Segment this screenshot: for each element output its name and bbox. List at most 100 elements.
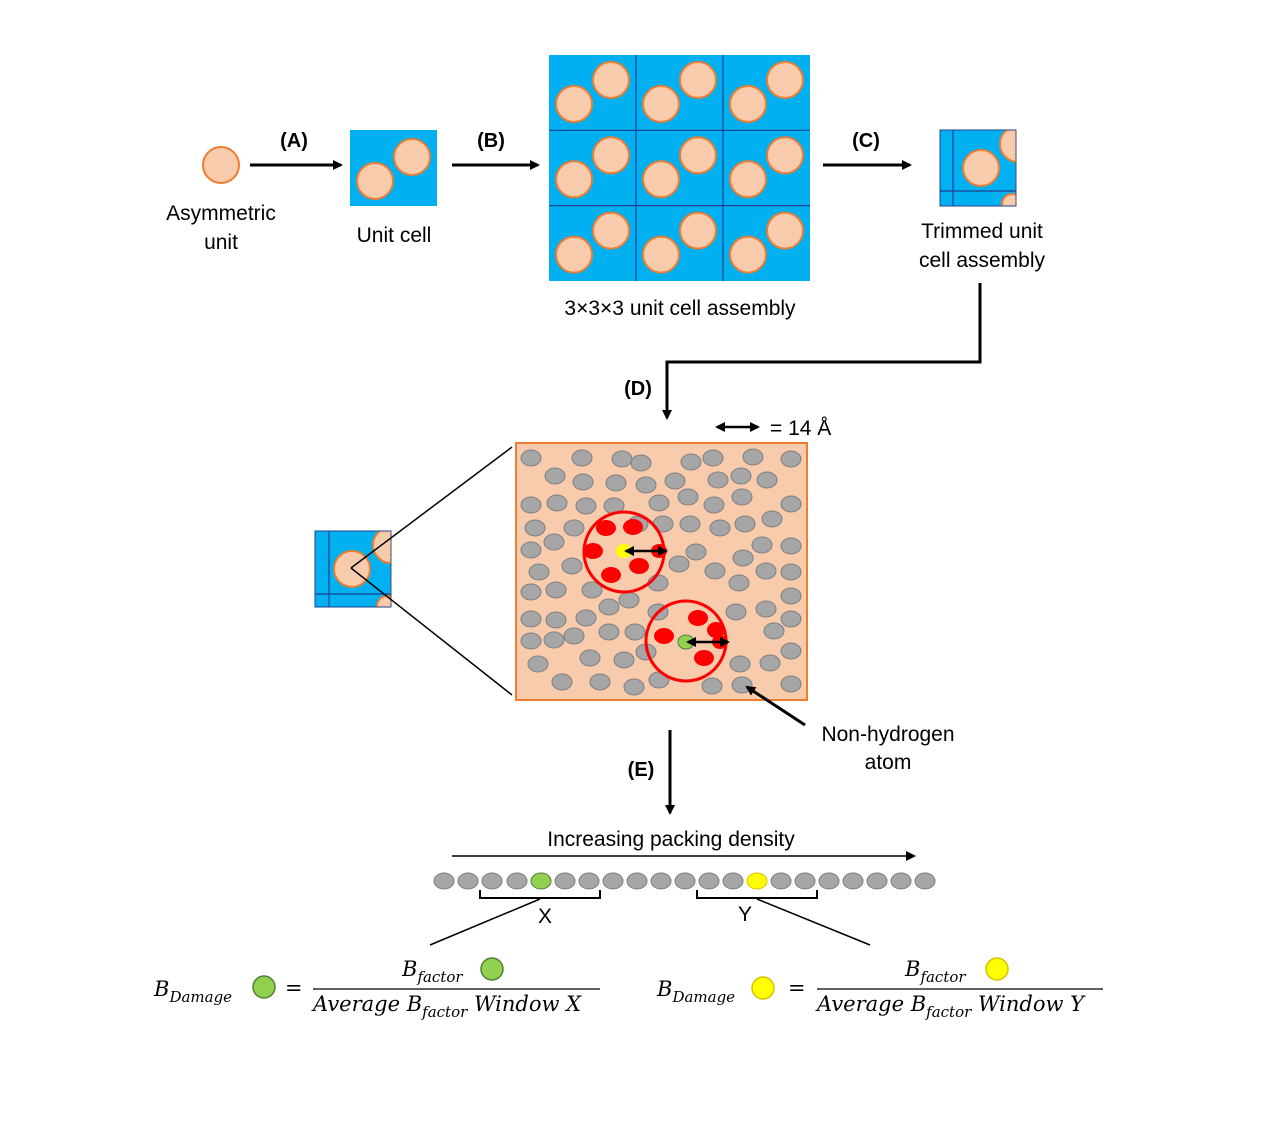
gray-atom	[527, 655, 549, 673]
assembly-sphere	[766, 211, 804, 250]
gray-atom	[598, 623, 620, 641]
gray-atom	[546, 494, 568, 512]
formula-right-equals: =	[788, 976, 806, 1000]
red-atom	[596, 520, 616, 536]
red-atom	[688, 610, 708, 626]
assembly-sphere	[592, 211, 630, 250]
neighbourhood-green	[644, 599, 730, 683]
yellow-atom-symbol	[985, 957, 1009, 981]
non-hydrogen-label-1: Non-hydrogen	[821, 723, 954, 746]
non-hydrogen-pointer	[745, 685, 806, 727]
gray-atom	[780, 495, 802, 513]
step-a-label: (A)	[280, 130, 308, 152]
window-x-label: X	[538, 905, 552, 928]
gray-atom	[780, 563, 802, 581]
gray-atom	[756, 471, 778, 489]
gray-atom	[624, 623, 646, 641]
yellow-atom	[746, 872, 768, 890]
gray-atom	[680, 453, 702, 471]
assembly-sphere	[679, 61, 717, 99]
gray-atom	[611, 450, 633, 468]
gray-atom	[545, 581, 567, 599]
gray-atom	[780, 537, 802, 555]
assembly-sphere	[729, 235, 767, 274]
assembly-sphere	[592, 136, 630, 175]
zoom-line-bottom	[350, 567, 513, 696]
gray-atom	[520, 541, 542, 559]
red-atom	[694, 650, 714, 666]
gray-atom	[780, 642, 802, 660]
step-c-label: (C)	[852, 130, 880, 152]
assembly-label: 3×3×3 unit cell assembly	[564, 297, 796, 320]
red-atom	[623, 519, 643, 535]
gray-atom	[551, 673, 573, 691]
step-d-label: (D)	[624, 378, 652, 400]
gray-atom	[755, 562, 777, 580]
gray-atom	[571, 449, 593, 467]
step-b-label: (B)	[477, 130, 505, 152]
asymmetric-unit-sphere	[202, 146, 240, 184]
gray-atom	[589, 673, 611, 691]
gray-atom	[780, 610, 802, 628]
gray-atom	[751, 536, 773, 554]
gray-atom	[575, 497, 597, 515]
trimmed-unit-cell-assembly	[939, 129, 1017, 207]
unit-cell-assembly-3x3x3	[549, 55, 810, 281]
arrow-d	[662, 283, 982, 420]
assembly-sphere	[555, 235, 593, 274]
gray-atom	[545, 611, 567, 629]
gray-atom	[575, 609, 597, 627]
formula-left-lhs: BDamage	[153, 977, 232, 1006]
gray-atom	[626, 872, 648, 890]
gray-atom	[728, 574, 750, 592]
window-y-bracket	[696, 890, 818, 899]
gray-atom	[704, 562, 726, 580]
red-atom	[601, 567, 621, 583]
gray-atom	[780, 450, 802, 468]
red-atom	[654, 628, 674, 644]
gray-atom	[866, 872, 888, 890]
assembly-sphere	[592, 61, 630, 99]
formula-left: BDamage = Bfactor Average Bfactor Window…	[153, 957, 600, 1021]
gray-atom	[578, 872, 600, 890]
gray-atom	[698, 872, 720, 890]
yellow-atom-symbol	[751, 976, 775, 1000]
green-atom-symbol	[252, 975, 276, 999]
assembly-sphere	[679, 211, 717, 250]
gray-atom	[732, 549, 754, 567]
assembly-sphere	[729, 85, 767, 123]
unit-cell	[350, 130, 437, 206]
gray-atom	[605, 474, 627, 492]
gray-atom	[725, 603, 747, 621]
gray-atom	[770, 872, 792, 890]
formula-right: BDamage = Bfactor Average Bfactor Window…	[656, 957, 1103, 1021]
gray-atom	[668, 555, 690, 573]
assembly-sphere	[642, 160, 680, 199]
non-hydrogen-label-2: atom	[865, 751, 912, 774]
assembly-sphere	[766, 61, 804, 99]
gray-atom	[731, 488, 753, 506]
window-x-bracket	[479, 890, 601, 899]
neighbourhood-yellow	[582, 510, 668, 594]
gray-atom	[528, 563, 550, 581]
scale-label: = 14 Å	[770, 417, 831, 440]
gray-atom	[648, 494, 670, 512]
gray-atom	[457, 872, 479, 890]
formula-right-lhs: BDamage	[656, 977, 735, 1006]
gray-atom	[759, 654, 781, 672]
asymmetric-unit-label-1: Asymmetric	[166, 202, 276, 225]
formula-right-denominator: Average Bfactor Window Y	[815, 992, 1086, 1021]
formula-left-denominator: Average Bfactor Window X	[311, 992, 582, 1021]
red-atom	[583, 543, 603, 559]
sorted-atoms-row	[433, 872, 936, 890]
gray-atom	[763, 622, 785, 640]
gray-atom	[563, 519, 585, 537]
gray-atom	[742, 448, 764, 466]
gray-atom	[520, 632, 542, 650]
gray-atom	[544, 467, 566, 485]
gray-atom	[613, 651, 635, 669]
gray-atom	[709, 519, 731, 537]
asymmetric-unit-label-2: unit	[204, 231, 238, 254]
gray-atom	[572, 473, 594, 491]
gray-atom	[520, 583, 542, 601]
